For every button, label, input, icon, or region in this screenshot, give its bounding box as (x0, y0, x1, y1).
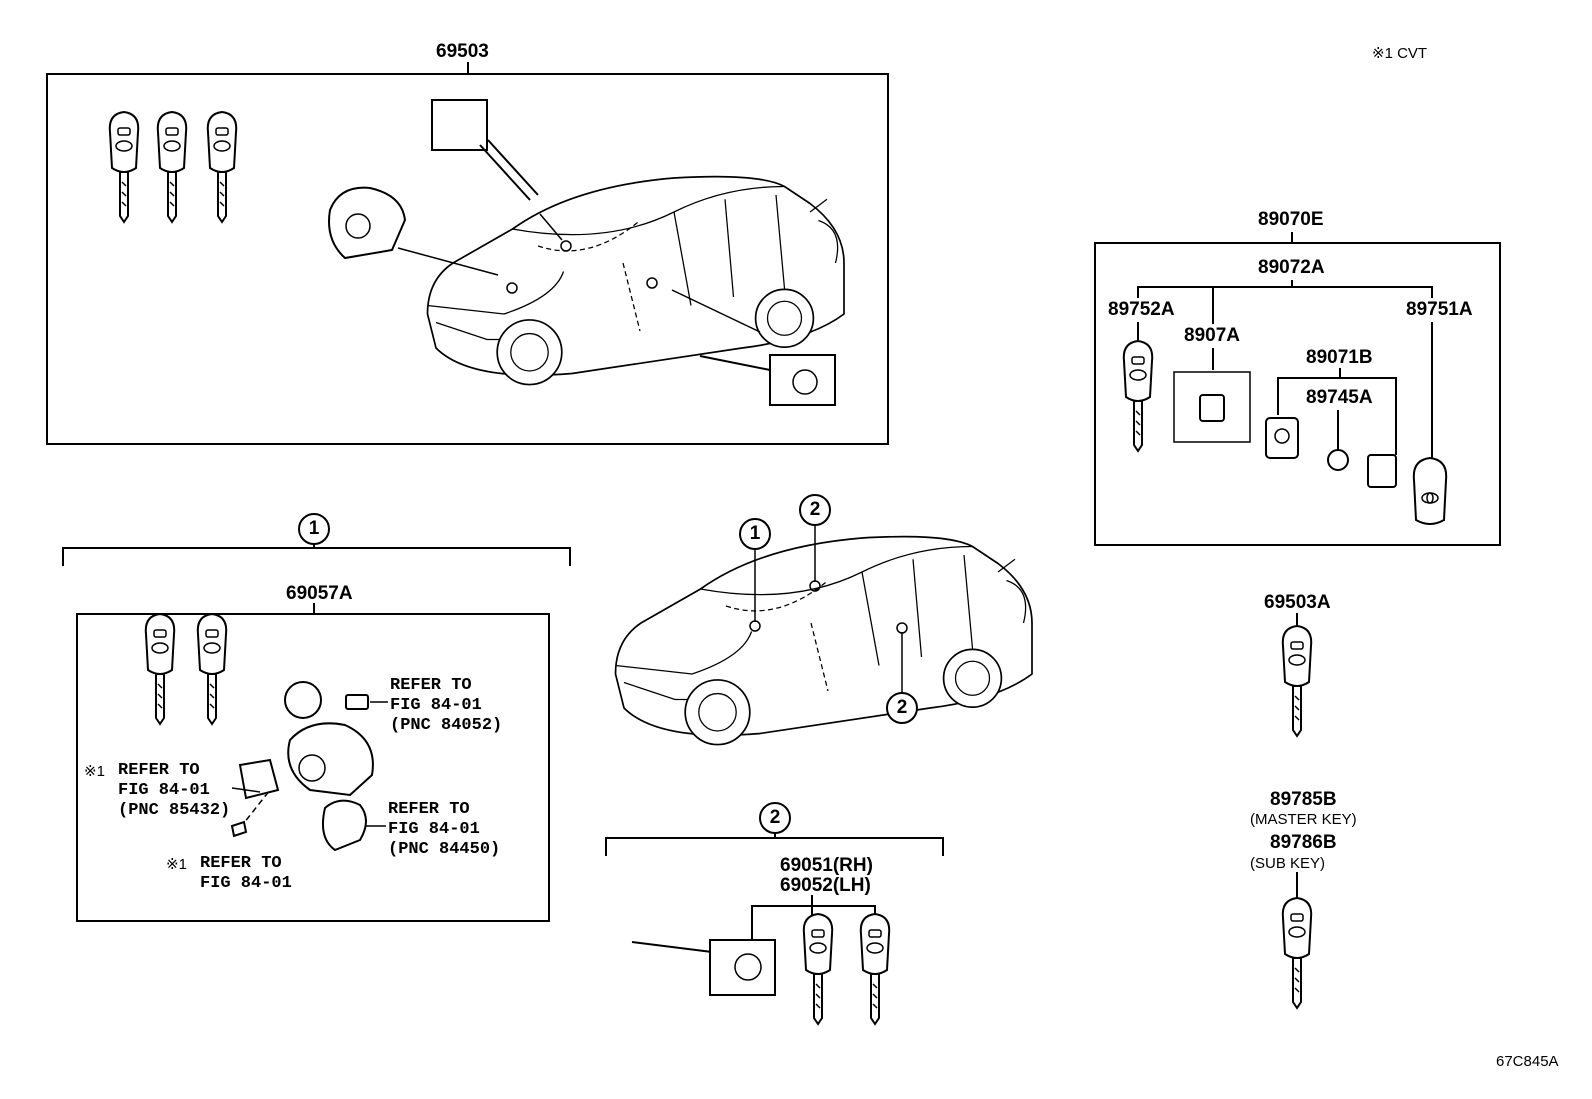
key-remote-89785b (1281, 897, 1313, 1009)
part-89071b-label[interactable]: 89071B (1306, 347, 1373, 368)
refer-to-pnc-84052[interactable]: REFER TO FIG 84-01 (PNC 84052) (390, 676, 503, 735)
vehicle-illustration-center (614, 535, 1033, 746)
figure-code: 67C845A (1496, 1053, 1559, 1070)
vehicle-callout-1: 1 (739, 518, 771, 550)
key-remote-g2-2 (859, 913, 891, 1025)
part-89752a-label[interactable]: 89752A (1108, 299, 1175, 320)
part-89070e-label[interactable]: 89070E (1258, 209, 1324, 230)
key-remote-g1-1 (144, 613, 176, 725)
remote-case (1367, 454, 1397, 488)
refer-to-pnc-85432[interactable]: REFER TO FIG 84-01 (PNC 85432) (118, 761, 231, 820)
key-fob-89751a (1412, 457, 1448, 525)
refer-to-pnc-84450[interactable]: REFER TO FIG 84-01 (PNC 84450) (388, 800, 501, 859)
battery (1327, 449, 1349, 471)
remote-circuit-board (1265, 417, 1299, 459)
part-89072a-label[interactable]: 89072A (1258, 257, 1325, 278)
part-89785b-label[interactable]: 89785B (1270, 789, 1337, 810)
part-69051-rh-label[interactable]: 69051(RH) (780, 855, 873, 876)
door-lock-cylinder (699, 354, 836, 406)
master-key-label: (MASTER KEY) (1250, 811, 1357, 828)
part-8907a-label[interactable]: 8907A (1184, 325, 1240, 346)
part-89786b-label[interactable]: 89786B (1270, 832, 1337, 853)
location-arrows (397, 213, 761, 333)
refer-to-fig-84-01[interactable]: REFER TO FIG 84-01 (200, 854, 292, 893)
key-remote-g2-1 (802, 913, 834, 1025)
callout-2-group: 2 (759, 802, 791, 834)
key-remote-69503a (1281, 625, 1313, 737)
vehicle-callout-2-top: 2 (799, 494, 831, 526)
ignition-lock-cylinder (328, 186, 407, 260)
key-remote-1 (108, 111, 140, 223)
sub-key-label: (SUB KEY) (1250, 855, 1326, 872)
part-69052-lh-label[interactable]: 69052(LH) (780, 875, 871, 896)
key-remote-3 (206, 111, 238, 223)
cvt-mark-2: ※1 (166, 856, 187, 873)
vehicle-callout-2-door: 2 (886, 692, 918, 724)
door-lock-cylinder-g2 (631, 939, 776, 996)
cvt-mark-1: ※1 (84, 763, 105, 780)
transponder-chip (1199, 394, 1225, 422)
part-89751a-label[interactable]: 89751A (1406, 299, 1473, 320)
part-69057a-label[interactable]: 69057A (286, 583, 353, 604)
part-89745a-label[interactable]: 89745A (1306, 387, 1373, 408)
cvt-note: ※1 CVT (1372, 45, 1428, 62)
part-69503-label[interactable]: 69503 (436, 41, 489, 62)
luggage-lock-cylinder (431, 99, 539, 201)
part-69503a-label[interactable]: 69503A (1264, 592, 1331, 613)
ignition-lock-assembly (230, 681, 374, 852)
key-remote-89752a (1122, 340, 1154, 452)
vehicle-illustration-top (426, 175, 845, 386)
callout-1-group: 1 (298, 513, 330, 545)
key-remote-g1-2 (196, 613, 228, 725)
key-remote-2 (156, 111, 188, 223)
